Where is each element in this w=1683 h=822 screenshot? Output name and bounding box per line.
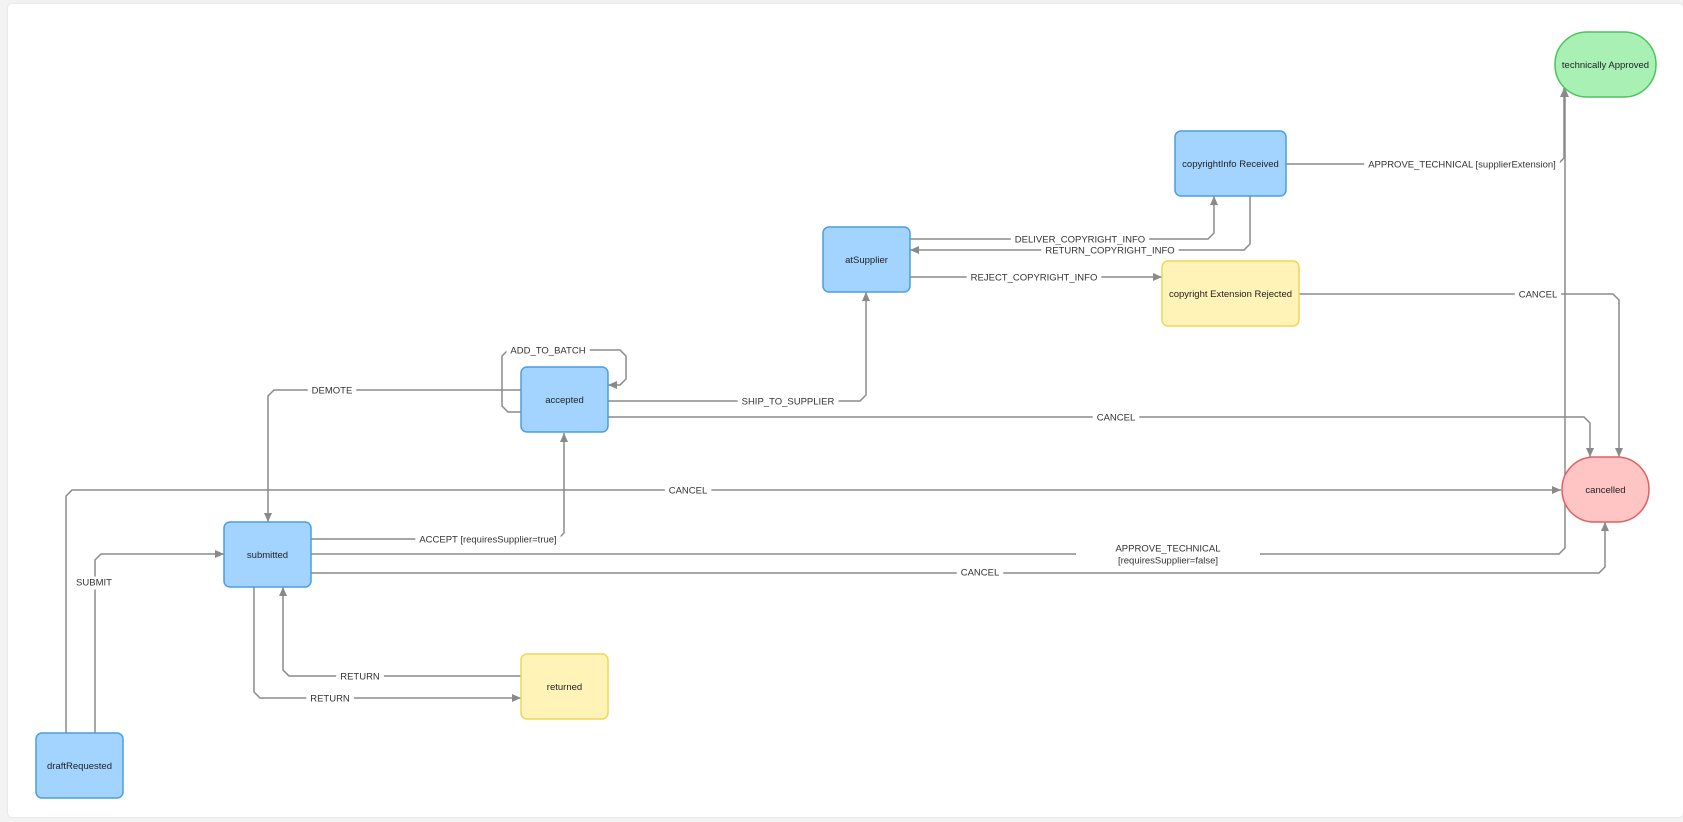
- state-node-returned[interactable]: returned: [520, 653, 609, 720]
- label-background: [1076, 538, 1260, 570]
- state-box: [35, 732, 124, 799]
- transition-cancel-sub[interactable]: [311, 522, 1609, 574]
- state-label: copyrightInfo Received: [1182, 159, 1279, 170]
- label-background: [506, 344, 590, 358]
- transition-ship[interactable]: [608, 292, 870, 402]
- label-background: [956, 566, 1004, 580]
- transition-label-text: [requiresSupplier=false]: [1118, 556, 1218, 567]
- transition-return-from-returned[interactable]: [279, 587, 521, 677]
- state-box: [822, 226, 911, 293]
- transition-accept[interactable]: [311, 433, 568, 540]
- transition-label-text: CANCEL: [669, 486, 708, 497]
- label-background: [664, 484, 712, 498]
- label-background: [1364, 158, 1560, 172]
- state-node-cancelled[interactable]: cancelled: [1561, 456, 1650, 523]
- state-label: copyright Extension Rejected: [1169, 289, 1292, 300]
- label-background: [1010, 233, 1150, 247]
- transition-cancel-draft[interactable]: [65, 486, 1561, 733]
- transition-label-text: RETURN: [340, 672, 380, 683]
- transition-label-demote: DEMOTE: [307, 384, 357, 398]
- transition-return-to-returned[interactable]: [253, 587, 521, 702]
- transition-label-text: ACCEPT [requiresSupplier=true]: [419, 535, 556, 546]
- transitions-layer: [65, 88, 1623, 733]
- label-background: [966, 271, 1102, 285]
- state-label: submitted: [247, 550, 288, 561]
- state-label: draftRequested: [47, 761, 112, 772]
- transition-label-submit: SUBMIT: [72, 576, 117, 590]
- transition-label-text: ADD_TO_BATCH: [510, 346, 585, 357]
- state-box: [1561, 456, 1650, 523]
- transition-label-approve-sub: APPROVE_TECHNICAL[requiresSupplier=false…: [1076, 538, 1260, 570]
- state-node-copyright-extension-rejected[interactable]: copyright Extension Rejected: [1161, 260, 1300, 327]
- label-background: [307, 384, 357, 398]
- transition-label-return-from-returned: RETURN: [336, 670, 384, 684]
- state-box: [223, 521, 312, 588]
- transition-label-deliver: DELIVER_COPYRIGHT_INFO: [1010, 233, 1150, 247]
- transition-label-ship: SHIP_TO_SUPPLIER: [737, 395, 839, 409]
- transition-label-text: REJECT_COPYRIGHT_INFO: [971, 273, 1098, 284]
- state-label: returned: [547, 682, 582, 693]
- state-box: [1174, 130, 1287, 197]
- transition-approve-sub[interactable]: [311, 88, 1569, 555]
- state-label: technically Approved: [1562, 60, 1649, 71]
- state-box: [520, 653, 609, 720]
- transition-label-cancel-draft: CANCEL: [664, 484, 712, 498]
- transition-label-cancel-sub: CANCEL: [956, 566, 1004, 580]
- state-box: [1161, 260, 1300, 327]
- label-background: [1514, 288, 1562, 302]
- state-label: atSupplier: [845, 255, 888, 266]
- transition-label-text: DELIVER_COPYRIGHT_INFO: [1015, 235, 1145, 246]
- transition-label-reject: REJECT_COPYRIGHT_INFO: [966, 271, 1102, 285]
- state-node-at-supplier[interactable]: atSupplier: [822, 226, 911, 293]
- states-layer: draftRequested submitted accepted returned a…: [35, 31, 1657, 799]
- transition-label-accept: ACCEPT [requiresSupplier=true]: [415, 533, 561, 547]
- label-background: [1041, 244, 1179, 258]
- state-label: accepted: [545, 395, 584, 406]
- transition-deliver[interactable]: [910, 196, 1218, 240]
- state-node-technically-approved[interactable]: technically Approved: [1554, 31, 1657, 98]
- transition-label-text: SUBMIT: [76, 578, 112, 589]
- transition-label-cancel-acc: CANCEL: [1092, 411, 1140, 425]
- transition-label-text: APPROVE_TECHNICAL [supplierExtension]: [1368, 160, 1556, 171]
- transition-label-text: CANCEL: [961, 568, 1000, 579]
- state-label: cancelled: [1585, 485, 1625, 496]
- label-background: [72, 576, 117, 590]
- label-background: [306, 692, 354, 706]
- transition-label-text: DEMOTE: [312, 386, 353, 397]
- transition-cancel-rej[interactable]: [1299, 293, 1623, 457]
- transition-approve-ext[interactable]: [1286, 88, 1568, 165]
- state-diagram: draftRequested submitted accepted returned a…: [35, 31, 1657, 799]
- label-background: [415, 533, 561, 547]
- state-box: [1554, 31, 1657, 98]
- transition-label-text: CANCEL: [1097, 413, 1136, 424]
- transition-label-text: SHIP_TO_SUPPLIER: [742, 397, 835, 408]
- transition-label-text: RETURN_COPYRIGHT_INFO: [1045, 246, 1174, 257]
- diagram-canvas: draftRequested submitted accepted returned a…: [8, 4, 1683, 817]
- transition-label-text: RETURN: [310, 694, 350, 705]
- transition-label-add-batch: ADD_TO_BATCH: [506, 344, 590, 358]
- state-box: [520, 366, 609, 433]
- label-background: [336, 670, 384, 684]
- state-node-submitted[interactable]: submitted: [223, 521, 312, 588]
- transition-label-text: APPROVE_TECHNICAL: [1115, 544, 1220, 555]
- label-background: [737, 395, 839, 409]
- transition-submit[interactable]: [94, 550, 224, 733]
- transition-label-return-to-returned: RETURN: [306, 692, 354, 706]
- transition-demote[interactable]: [264, 389, 521, 522]
- state-node-copyright-info-received[interactable]: copyrightInfo Received: [1174, 130, 1287, 197]
- state-node-draft-requested[interactable]: draftRequested: [35, 732, 124, 799]
- state-node-accepted[interactable]: accepted: [520, 366, 609, 433]
- transition-label-text: CANCEL: [1519, 290, 1558, 301]
- label-background: [1092, 411, 1140, 425]
- transition-labels-layer: SUBMIT CANCEL ACCEPT [requiresSupplier=tru…: [72, 158, 1562, 706]
- transition-label-return-ci: RETURN_COPYRIGHT_INFO: [1041, 244, 1179, 258]
- transition-label-cancel-rej: CANCEL: [1514, 288, 1562, 302]
- transition-label-approve-ext: APPROVE_TECHNICAL [supplierExtension]: [1364, 158, 1560, 172]
